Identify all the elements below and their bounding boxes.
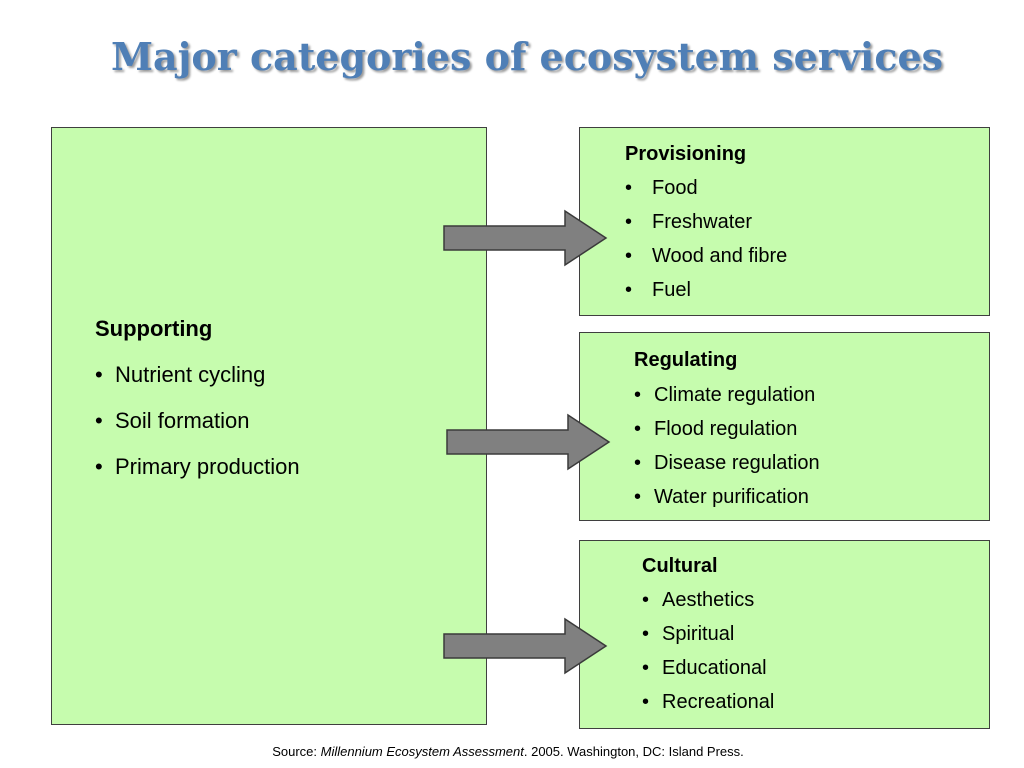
page-title: Major categories of ecosystem services [110,34,944,79]
supporting-item: • Soil formation [95,408,250,434]
cultural-heading: Cultural [642,555,718,577]
regulating-heading: Regulating [634,349,738,371]
cultural-box: Cultural • Aesthetics • Spiritual • Educati… [579,540,990,729]
cultural-item: • Aesthetics [642,589,754,612]
arrow-to-regulating [446,413,611,471]
provisioning-item: • Food [625,177,698,200]
cultural-item-label: Educational [662,657,767,679]
regulating-item: • Climate regulation [634,384,815,407]
regulating-item-label: Water purification [654,486,809,508]
supporting-box: Supporting • Nutrient cycling • Soil forma… [51,127,487,725]
source-suffix: . 2005. Washington, DC: Island Press. [523,744,744,759]
regulating-item: • Disease regulation [634,452,820,475]
bullet: • [634,486,642,508]
bullet: • [95,362,103,387]
regulating-item: • Flood regulation [634,418,797,441]
supporting-item: • Primary production [95,454,300,480]
source-citation: Source: Millennium Ecosystem Assessment.… [0,744,1016,759]
supporting-item-label: Primary production [115,454,300,479]
supporting-item-label: Nutrient cycling [115,362,266,387]
provisioning-item-label: Fuel [652,279,691,301]
bullet: • [625,279,633,301]
arrow-shape [443,617,608,675]
regulating-item-label: Disease regulation [654,452,820,474]
bullet: • [95,408,103,433]
regulating-item-label: Flood regulation [654,418,798,440]
provisioning-item-label: Food [652,177,698,199]
regulating-item-label: Climate regulation [654,384,816,406]
provisioning-item: • Fuel [625,279,691,302]
bullet: • [625,211,633,233]
cultural-item: • Educational [642,657,767,680]
provisioning-item: • Freshwater [625,211,752,234]
bullet: • [95,454,103,479]
provisioning-heading: Provisioning [625,143,747,165]
arrow-to-cultural [443,617,608,675]
bullet: • [634,452,642,474]
bullet: • [642,623,650,645]
bullet: • [642,657,650,679]
regulating-item: • Water purification [634,486,809,509]
bullet: • [642,691,650,713]
cultural-item: • Recreational [642,691,774,714]
cultural-item-label: Aesthetics [662,589,755,611]
provisioning-box: Provisioning • Food • Freshwater • Wood and… [579,127,990,316]
bullet: • [634,384,642,406]
cultural-item-label: Recreational [662,691,775,713]
bullet: • [625,177,633,199]
arrow-shape [443,209,608,267]
bullet: • [642,589,650,611]
bullet: • [625,245,633,267]
provisioning-item: • Wood and fibre [625,245,787,268]
bullet: • [634,418,642,440]
provisioning-item-label: Wood and fibre [652,245,788,267]
source-prefix: Source: [272,744,321,759]
provisioning-item-label: Freshwater [652,211,753,233]
supporting-item-label: Soil formation [115,408,250,433]
arrow-shape [446,413,611,471]
cultural-item: • Spiritual [642,623,734,646]
supporting-heading: Supporting [95,316,213,341]
source-work-title: Millennium Ecosystem Assessment [320,744,524,759]
supporting-item: • Nutrient cycling [95,362,265,388]
arrow-to-provisioning [443,209,608,267]
cultural-item-label: Spiritual [662,623,735,645]
regulating-box: Regulating • Climate regulation • Flood re… [579,332,990,521]
